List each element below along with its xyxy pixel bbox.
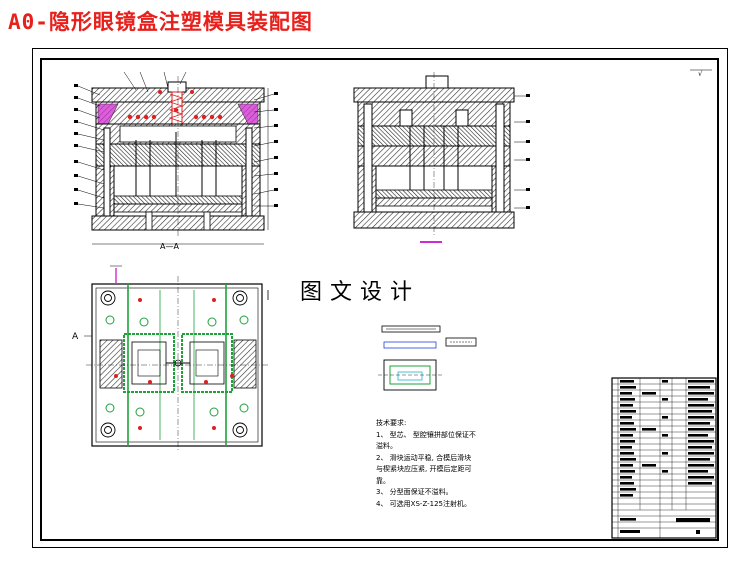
svg-text:√: √ [698,70,703,78]
tech-note-line: 靠。 [376,476,390,485]
tech-note-line: 2、 滑块运动平稳, 合模后滑块 [376,453,472,462]
page-title: A0-隐形眼镜盒注塑模具装配图 [8,10,313,34]
tech-note-line: 3、 分型面保证不溢料。 [376,488,453,496]
tech-note-line: 4、 可选用XS-Z-125注射机。 [376,499,472,508]
tech-note-line: 技术要求: [376,419,407,427]
technical-requirements: 技术要求: 1、 型芯、 型腔镶拼部位保证不 溢料。 2、 滑块运动平稳, 合模… [376,418,606,510]
sheet-corner-mark: √ [690,69,712,78]
parts-list-title-block [611,377,717,539]
part-detail-views [378,325,477,391]
tech-note-line: 与楔紧块应压紧, 开模后定距可 [376,465,472,473]
view-label-left: A [72,332,79,342]
tech-note-line: 溢料。 [376,442,397,450]
side-section-view [353,72,530,243]
tech-note-line: 1、 型芯、 型腔镶拼部位保证不 [376,430,476,439]
plan-view [84,265,269,452]
main-section-view [74,71,278,245]
drawing-sheet-border [32,48,728,548]
section-label-main: A—A [160,242,179,251]
drawing-frame [40,58,719,541]
watermark: 图文设计 [300,280,421,305]
